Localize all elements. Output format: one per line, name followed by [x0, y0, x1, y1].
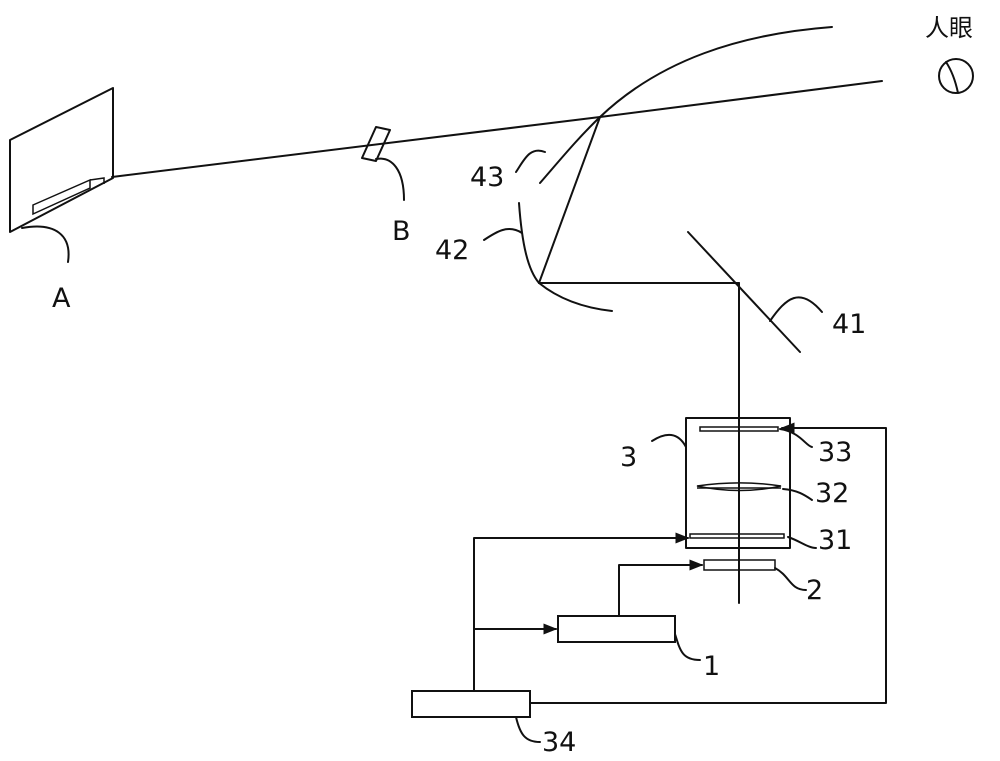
- label-1: 1: [703, 651, 720, 682]
- leader-1: [675, 634, 700, 660]
- leader-42: [484, 229, 522, 240]
- box-1: [558, 616, 675, 642]
- curved-mirror-42: [519, 203, 612, 311]
- leader-b: [376, 159, 404, 200]
- label-b: B: [392, 216, 411, 247]
- label-43: 43: [470, 162, 504, 193]
- label-3: 3: [620, 442, 637, 473]
- label-32: 32: [815, 478, 849, 509]
- label-33: 33: [818, 437, 852, 468]
- leader-2: [775, 568, 806, 590]
- wire-34-to-31: [474, 538, 688, 691]
- label-a: A: [52, 283, 71, 314]
- label-31: 31: [818, 525, 852, 556]
- label-34: 34: [542, 727, 576, 758]
- leader-3: [652, 435, 686, 447]
- box-34: [412, 691, 530, 717]
- leader-43: [516, 151, 545, 172]
- label-41: 41: [832, 309, 866, 340]
- ray-a-to-combiner: [112, 117, 600, 177]
- ray-to-eye: [600, 81, 882, 117]
- ray-42-to-43: [539, 117, 600, 283]
- label-42: 42: [435, 235, 469, 266]
- fold-mirror-41: [688, 232, 800, 352]
- wire-1-to-2: [619, 565, 702, 616]
- leader-31: [788, 537, 816, 548]
- leader-32: [783, 489, 812, 500]
- leader-33: [780, 429, 812, 447]
- leader-34: [516, 717, 540, 742]
- leader-41: [770, 297, 822, 321]
- display-board-a: [10, 88, 113, 232]
- eye-label: 人眼: [925, 14, 973, 42]
- eye-icon: [939, 59, 973, 93]
- label-2: 2: [806, 575, 823, 606]
- leader-a: [22, 227, 69, 262]
- element-31: [690, 534, 784, 538]
